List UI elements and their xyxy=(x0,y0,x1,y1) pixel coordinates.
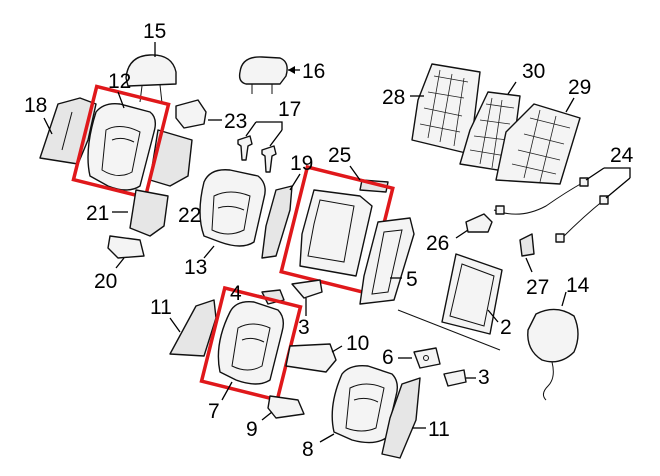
bracket-3b xyxy=(443,369,467,387)
callout-7: 7 xyxy=(208,400,220,423)
callout-2: 2 xyxy=(500,316,512,339)
callout-19: 19 xyxy=(290,152,313,175)
bracket-6 xyxy=(413,347,441,369)
side-bolster-11b xyxy=(381,377,421,459)
callout-14: 14 xyxy=(566,274,590,297)
callout-5: 5 xyxy=(406,268,418,291)
callout-10: 10 xyxy=(346,332,369,355)
callout-17: 17 xyxy=(278,98,301,121)
seat-back-12 xyxy=(87,102,157,191)
callout-25: 25 xyxy=(328,144,351,167)
side-bolster-11a xyxy=(169,299,217,357)
trim-23 xyxy=(175,99,207,129)
callout-8: 8 xyxy=(302,438,314,461)
frame-25 xyxy=(299,189,373,277)
highlight-box-12 xyxy=(71,84,171,200)
callout-28: 28 xyxy=(382,86,405,109)
callout-4: 4 xyxy=(230,282,242,305)
callout-24: 24 xyxy=(610,144,634,167)
seat-cushion-8 xyxy=(331,364,399,444)
callout-3-upper: 3 xyxy=(298,316,310,339)
callout-21: 21 xyxy=(86,202,109,225)
cushion-14 xyxy=(527,308,579,401)
headrest-15 xyxy=(125,54,177,104)
callout-30: 30 xyxy=(522,60,545,83)
callout-15: 15 xyxy=(143,20,166,43)
bolts-17 xyxy=(237,135,277,173)
bracket-27 xyxy=(519,233,535,257)
seat-frame-2 xyxy=(397,253,503,351)
callout-26: 26 xyxy=(426,232,449,255)
block-9 xyxy=(267,395,305,419)
callout-6: 6 xyxy=(382,346,394,369)
callout-11-upper: 11 xyxy=(150,296,172,319)
callout-3-lower: 3 xyxy=(478,366,490,389)
panel-10 xyxy=(285,343,337,373)
wiring-24 xyxy=(493,177,609,243)
callout-23: 23 xyxy=(224,110,247,133)
frame-5 xyxy=(359,217,415,305)
pad-26 xyxy=(465,213,493,233)
seat-back-13 xyxy=(199,169,266,247)
callout-20: 20 xyxy=(94,270,117,293)
callout-16: 16 xyxy=(302,60,325,83)
seat-back-7 xyxy=(217,301,285,385)
callout-9: 9 xyxy=(246,418,258,441)
callout-18: 18 xyxy=(24,94,47,117)
panel-21 xyxy=(129,189,169,237)
back-panel-28 xyxy=(411,63,481,155)
callout-22: 22 xyxy=(178,204,201,227)
headrest-16 xyxy=(238,56,288,94)
callout-29: 29 xyxy=(568,76,591,99)
block-20 xyxy=(107,235,145,259)
back-panel-29 xyxy=(495,103,581,185)
callout-27: 27 xyxy=(526,276,549,299)
callout-13: 13 xyxy=(184,256,207,279)
callout-12: 12 xyxy=(108,70,131,93)
callout-11-lower: 11 xyxy=(428,418,450,441)
bracket-3a xyxy=(291,279,323,299)
